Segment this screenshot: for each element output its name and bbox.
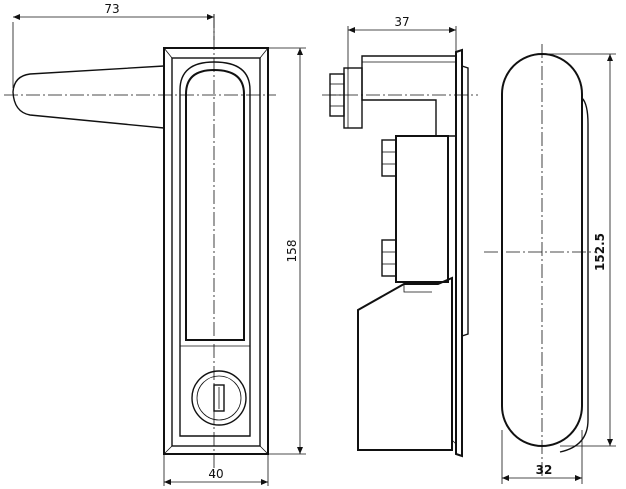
side-washer [343,67,363,129]
side-hub [361,55,457,137]
front-grip [185,68,245,341]
dim-37: 37 [347,15,457,70]
handle-lever [12,65,165,129]
dim-158: 158 [268,47,306,455]
dim-40-label: 40 [208,467,223,481]
dim-32: 32 [501,430,583,484]
front-recess [179,61,251,437]
side-view [322,48,478,458]
side-bolt-upper [381,139,397,177]
dim-40: 40 [163,454,269,486]
side-cam-housing [357,276,453,451]
back-shadow-edge [559,97,589,453]
back-view [484,44,596,478]
front-outer-bezel [163,47,269,455]
dim-37-label: 37 [394,15,409,29]
front-inner-bezel [171,57,261,447]
dim-152-5: 152.5 [542,53,616,447]
side-latch-body [395,135,449,283]
key-cylinder [191,370,247,426]
dim-32-label: 32 [536,463,553,477]
dim-152-5-label: 152.5 [593,233,607,271]
dim-73: 73 [12,2,215,88]
side-bolt-lower [381,239,397,277]
dim-158-label: 158 [285,240,299,263]
dim-73-label: 73 [104,2,119,16]
front-view [4,14,276,478]
side-plate [455,48,463,458]
